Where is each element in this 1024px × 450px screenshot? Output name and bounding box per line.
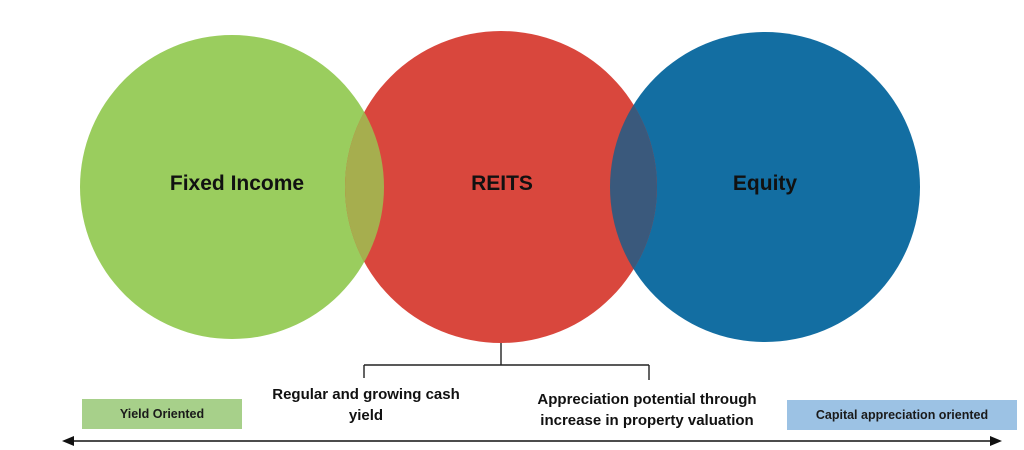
reits-yield-note: Regular and growing cash yield: [272, 386, 460, 424]
fixed-income-label: Fixed Income: [170, 172, 304, 195]
fixed-income-circle: [80, 35, 384, 339]
reits-label: REITS: [471, 172, 533, 195]
arrow-right-head: [990, 436, 1002, 446]
capital-appreciation-tag: Capital appreciation oriented: [787, 400, 1017, 430]
reits-circle: [345, 31, 657, 343]
equity-circle: [610, 32, 920, 342]
reits-appreciation-note: Appreciation potential through increase …: [537, 391, 757, 429]
reits-bracket: [363, 343, 650, 380]
equity-label: Equity: [733, 172, 797, 195]
yield-oriented-tag: Yield Oriented: [82, 399, 242, 429]
spectrum-arrow: [62, 436, 1002, 446]
arrow-left-head: [62, 436, 74, 446]
